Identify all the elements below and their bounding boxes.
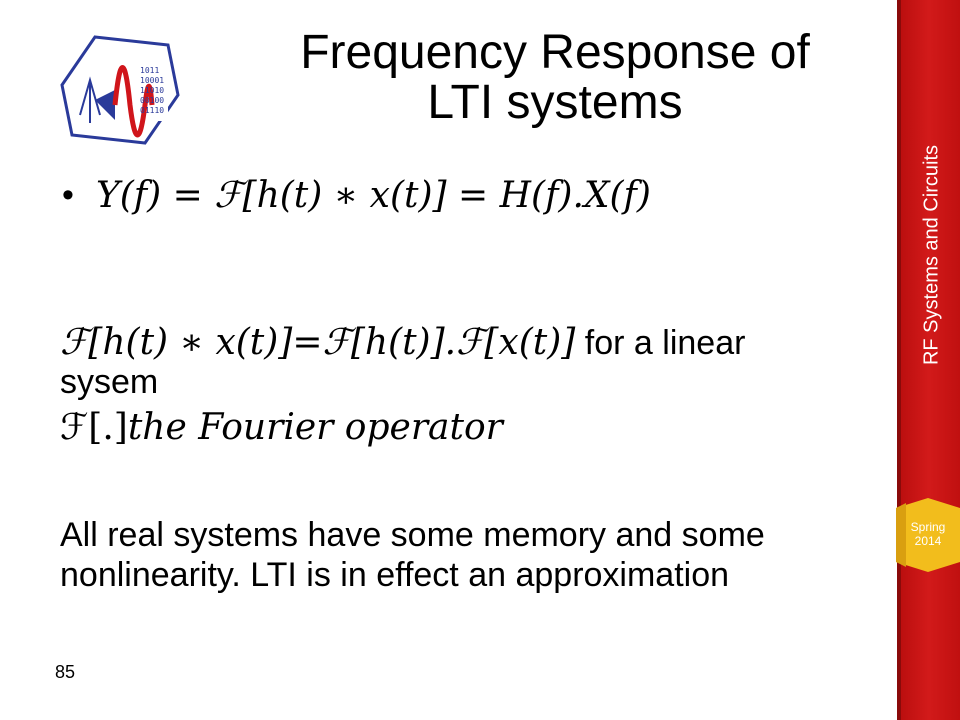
fourier-operator-text: the Fourier operator	[127, 407, 503, 448]
linearity-text: for a linear	[575, 324, 746, 362]
badge-season: Spring	[910, 520, 946, 534]
logo-binary-row: 10001	[140, 76, 164, 85]
date-badge: Spring 2014	[896, 520, 960, 548]
logo-binary-row: 1011	[140, 66, 159, 75]
fourier-operator-symbol: ℱ[.]	[60, 407, 128, 448]
badge-year: 2014	[914, 534, 942, 548]
page-number: 85	[55, 662, 76, 682]
equation-bullet: • Y(f) = ℱ[h(t) ∗ x(t)] = H(f).X(f)	[62, 170, 651, 220]
main-equation: Y(f) = ℱ[h(t) ∗ x(t)] = H(f).X(f)	[96, 174, 651, 216]
sidebar	[897, 0, 960, 720]
linearity-line: ℱ[h(t) ∗ x(t)]=ℱ[h(t)].ℱ[x(t)] for a lin…	[60, 322, 746, 363]
sidebar-edge	[897, 0, 901, 720]
date-badge-shape	[896, 498, 960, 572]
bullet-icon: •	[62, 175, 74, 214]
sidebar-label: RF Systems and Circuits	[920, 144, 943, 366]
slide-title: Frequency Response of LTI systems	[225, 28, 885, 128]
title-line-1: Frequency Response of	[300, 26, 810, 79]
logo: 1011 10001 11010 00100 01110	[60, 35, 180, 145]
logo-binary-row: 11010	[140, 86, 164, 95]
title-line-2: LTI systems	[427, 76, 683, 129]
fourier-operator-line: ℱ[.]the Fourier operator	[60, 410, 503, 446]
approximation-paragraph: All real systems have some memory and so…	[60, 516, 765, 594]
logo-binary-row: 00100	[140, 96, 164, 105]
sysem-line: sysem	[60, 363, 159, 401]
logo-binary-row: 01110	[140, 106, 164, 115]
linearity-equation: ℱ[h(t) ∗ x(t)]=ℱ[h(t)].ℱ[x(t)]	[60, 322, 576, 363]
